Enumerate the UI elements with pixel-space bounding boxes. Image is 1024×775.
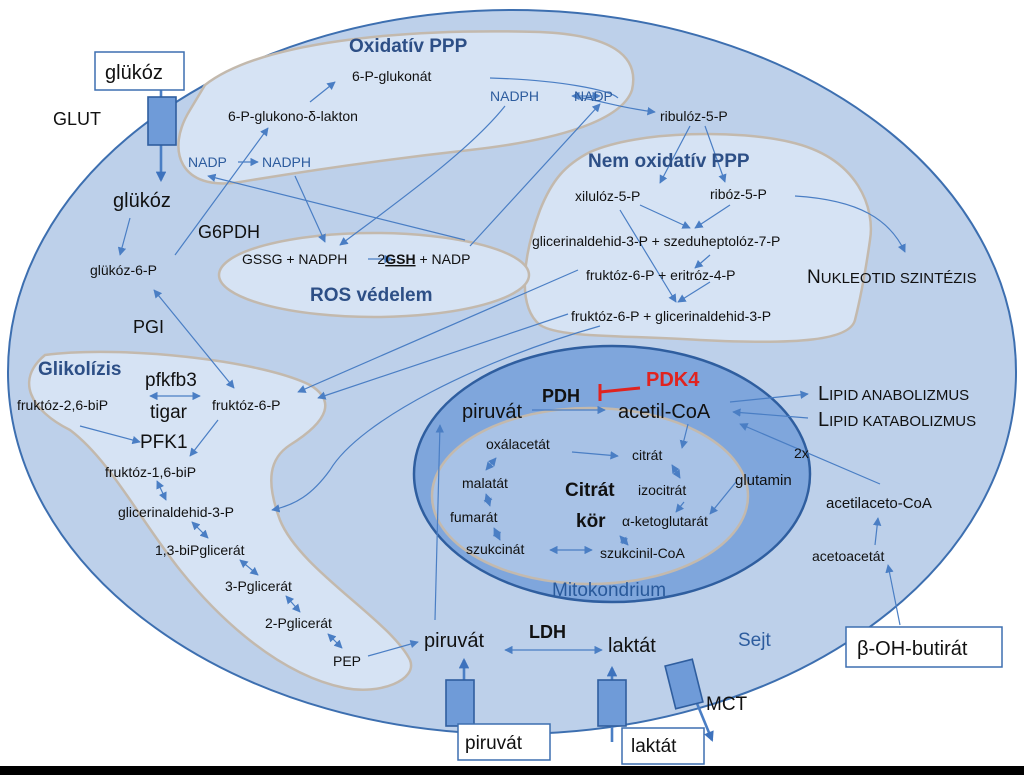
ros-title: ROS védelem [310, 285, 433, 306]
non-oxidative-ppp-title: Nem oxidatív PPP [588, 151, 750, 172]
bottom-strip [0, 766, 1024, 775]
nadp-left: NADP [188, 154, 227, 170]
pfkfb3-label: pfkfb3 [145, 370, 197, 391]
glukoz-outside: glükóz [105, 62, 163, 84]
nadp-top: NADP [574, 88, 613, 104]
oxidative-ppp-title: Oxidatív PPP [349, 36, 468, 57]
fruktoz-16-bip: fruktóz-1,6-biP [105, 464, 196, 480]
fumarat-label: fumarát [450, 509, 498, 525]
g6pdh-label: G6PDH [198, 222, 260, 242]
pdh-label: PDH [542, 386, 580, 406]
2-pglicerat: 2-Pglicerát [265, 615, 332, 631]
glycolysis-title: Glikolízis [38, 359, 121, 380]
fruktoz-6p-glyc: fruktóz-6-P [212, 397, 280, 413]
piruvat-outside: piruvát [465, 733, 523, 754]
ldh-label: LDH [529, 622, 566, 642]
glutamin-label: glutamin [735, 472, 792, 489]
citrat-kor-label-b: kör [576, 511, 606, 532]
glycolysis-region [27, 350, 413, 691]
twox-label: 2x [794, 445, 809, 461]
non-oxidative-ppp-region [523, 132, 873, 344]
glicerinaldehid-3p: glicerinaldehid-3-P [118, 504, 234, 520]
lactate-importer [597, 679, 627, 727]
nadph-left: NADPH [262, 154, 311, 170]
laktat-outside: laktát [631, 736, 677, 757]
glukoz-6p: glükóz-6-P [90, 262, 157, 278]
lipid-anabolizmus: LIPID ANABOLIZMUS [818, 383, 969, 405]
glukoz-inside: glükóz [113, 190, 171, 212]
mct-label: MCT [706, 694, 748, 715]
tigar-label: tigar [150, 402, 188, 423]
bohb-label: β-OH-butirát [857, 638, 968, 660]
oxidative-ppp-region [177, 30, 635, 185]
szukcinat-label: szukcinát [466, 541, 524, 557]
mct-transporter [664, 658, 704, 710]
riboz-5p: ribóz-5-P [710, 186, 767, 202]
nadph-top: NADPH [490, 88, 539, 104]
xiluloz-5p: xilulóz-5-P [575, 188, 640, 204]
pep-label: PEP [333, 653, 361, 669]
citrate-cycle-region [430, 406, 750, 586]
szukcinil-coa-label: szukcinil-CoA [600, 545, 685, 561]
ros-region [217, 231, 531, 319]
3-pglicerat: 3-Pglicerát [225, 578, 292, 594]
6p-gluconat: 6-P-glukonát [352, 68, 431, 84]
fruktoz-26-bip: fruktóz-2,6-biP [17, 397, 108, 413]
nukleotid-szintezis: NUKLEOTID SZINTÉZIS [807, 267, 977, 288]
pdk4-label: PDK4 [646, 369, 700, 391]
ketoglutarat-label: α-ketoglutarát [622, 513, 708, 529]
bohb-box [845, 626, 1003, 668]
glicald-szedu: glicerinaldehid-3-P + szeduheptolóz-7-P [532, 233, 780, 249]
acetil-coa-label: acetil-CoA [618, 401, 711, 423]
acetilaceto-coa-label: acetilaceto-CoA [826, 495, 932, 512]
glut-transporter [147, 96, 177, 146]
pyruvate-box [457, 723, 551, 761]
lakton: 6-P-glukono-δ-lakton [228, 108, 358, 124]
oxalacetat-label: oxálacetát [486, 436, 550, 452]
13-bipglicerat: 1,3-biPglicerát [155, 542, 245, 558]
glut-label: GLUT [53, 109, 101, 129]
laktat-cytosol: laktát [608, 635, 656, 657]
pfk1-label: PFK1 [140, 432, 188, 453]
piruvat-mito: piruvát [462, 401, 522, 423]
mitokondrium-label: Mitokondrium [552, 580, 666, 601]
lipid-katabolizmus: LIPID KATABOLIZMUS [818, 409, 976, 431]
citrat-label: citrát [632, 447, 662, 463]
piruvat-cytosol: piruvát [424, 630, 484, 652]
fruk-glicald: fruktóz-6-P + glicerinaldehid-3-P [571, 308, 771, 324]
lactate-box [621, 727, 705, 765]
acetoacetat-label: acetoacetát [812, 548, 884, 564]
pgi-label: PGI [133, 317, 164, 337]
malatat-label: malatát [462, 475, 508, 491]
citrat-kor-label-a: Citrát [565, 480, 615, 501]
glucose-box [94, 51, 185, 91]
sejt-label: Sejt [738, 630, 771, 651]
pyruvate-transporter [445, 679, 475, 727]
fruk-eritr: fruktóz-6-P + eritróz-4-P [586, 267, 736, 283]
izocitrat-label: izocitrát [638, 482, 686, 498]
labels: glükóz GLUT glükóz G6PDH glükóz-6-P PGI … [17, 36, 977, 757]
ribuloz-5p: ribulóz-5-P [660, 108, 728, 124]
